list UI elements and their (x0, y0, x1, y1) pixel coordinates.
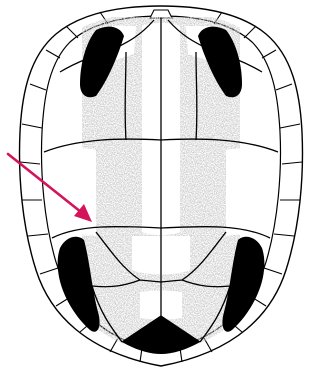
nuchal-scute (150, 10, 172, 18)
